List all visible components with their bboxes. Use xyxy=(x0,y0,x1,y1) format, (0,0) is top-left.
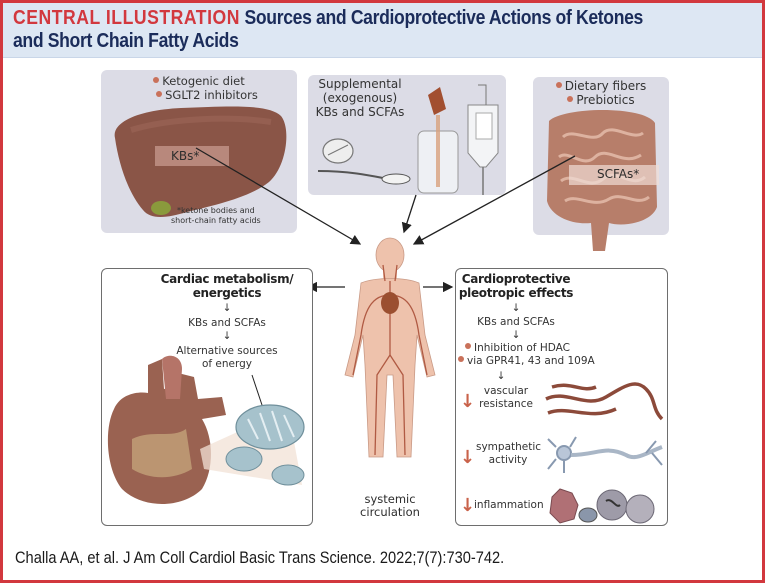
gut-panel: Dietary fibers Prebiotics SCFAs* xyxy=(533,77,669,251)
down-arrow-icon: ↓ xyxy=(511,302,521,314)
bullet-dot-icon xyxy=(465,343,471,349)
supplements-panel: Supplemental (exogenous) KBs and SCFAs xyxy=(308,75,506,195)
bullet-dot-icon xyxy=(156,91,163,97)
bullet-item: Ketogenic diet xyxy=(101,74,297,88)
systemic-circulation-label: systemic circulation xyxy=(360,492,420,519)
bullet-item: Prebiotics xyxy=(533,93,669,107)
header: CENTRAL ILLUSTRATION Sources and Cardiop… xyxy=(3,3,762,58)
liver-panel: Ketogenic diet SGLT2 inhibitors KBs* *ke… xyxy=(101,70,297,233)
central-illustration-tag: CENTRAL ILLUSTRATION xyxy=(13,7,240,29)
scfas-organ-label: SCFAs* xyxy=(597,167,640,181)
flow-step-kbs-scfas: KBs and SCFAs xyxy=(188,317,266,329)
down-arrow-icon: ↓ xyxy=(222,330,232,342)
bullet-item: Dietary fibers xyxy=(533,79,669,93)
neuron-icon xyxy=(547,436,663,473)
supplements-to-body-arrow xyxy=(401,194,417,234)
decrease-arrow-icon: ↓ xyxy=(460,391,476,412)
blood-vessel-icon xyxy=(545,382,664,421)
decrease-arrow-icon: ↓ xyxy=(460,447,476,468)
bullet-dot-icon xyxy=(567,96,574,102)
intestine-illustration-icon xyxy=(547,110,659,251)
human-body-circulation-icon xyxy=(344,237,436,458)
effect-sympathetic-activity: ↓ sympathetic activity xyxy=(460,441,542,468)
footnote: *ketone bodies and short-chain fatty aci… xyxy=(171,206,261,225)
cardiac-metabolism-title: Cardiac metabolism/ energetics xyxy=(160,272,294,300)
bullet-item: Inhibition of HDAC xyxy=(456,342,596,355)
bullet-dot-icon xyxy=(153,77,160,83)
cardioprotective-effects-box: Cardioprotective pleotropic effects ↓ KB… xyxy=(455,268,668,526)
hdac-bullets: Inhibition of HDAC via GPR41, 43 and 109… xyxy=(456,342,596,368)
header-title-line2: and Short Chain Fatty Acids xyxy=(13,30,239,52)
header-title-line1: CENTRAL ILLUSTRATION Sources and Cardiop… xyxy=(13,7,663,30)
effect-inflammation: ↓ inflammation xyxy=(460,495,544,516)
bullet-dot-icon xyxy=(555,82,562,88)
supplements-label: Supplemental (exogenous) KBs and SCFAs xyxy=(315,77,405,119)
citation: Challa AA, et al. J Am Coll Cardiol Basi… xyxy=(15,548,505,567)
down-arrow-icon: ↓ xyxy=(511,329,521,341)
effect-vascular-resistance: ↓ vascular resistance xyxy=(460,385,533,412)
bullet-item: SGLT2 inhibitors xyxy=(101,88,297,102)
down-arrow-icon: ↓ xyxy=(496,370,506,382)
heart-mitochondria-illustration-icon xyxy=(107,355,305,504)
gut-bullets: Dietary fibers Prebiotics xyxy=(533,79,669,107)
bullet-item: via GPR41, 43 and 109A xyxy=(456,355,596,368)
decrease-arrow-icon: ↓ xyxy=(460,495,476,516)
effects-illustrations xyxy=(545,382,664,524)
bullet-dot-icon xyxy=(458,356,464,362)
kbs-organ-label: KBs* xyxy=(171,149,200,163)
flow-step-alternative-energy: Alternative sources of energy xyxy=(176,345,278,370)
flow-step-kbs-scfas: KBs and SCFAs xyxy=(477,316,555,328)
cardiac-metabolism-box: Cardiac metabolism/ energetics ↓ KBs and… xyxy=(101,268,313,526)
supplements-illustration-icon xyxy=(317,84,499,195)
down-arrow-icon: ↓ xyxy=(222,302,232,314)
immune-cells-icon xyxy=(549,488,655,524)
title-text-1: Sources and Cardioprotective Actions of … xyxy=(244,7,644,29)
liver-bullets: Ketogenic diet SGLT2 inhibitors xyxy=(101,74,297,102)
cardioprotective-title: Cardioprotective pleotropic effects xyxy=(458,272,574,300)
